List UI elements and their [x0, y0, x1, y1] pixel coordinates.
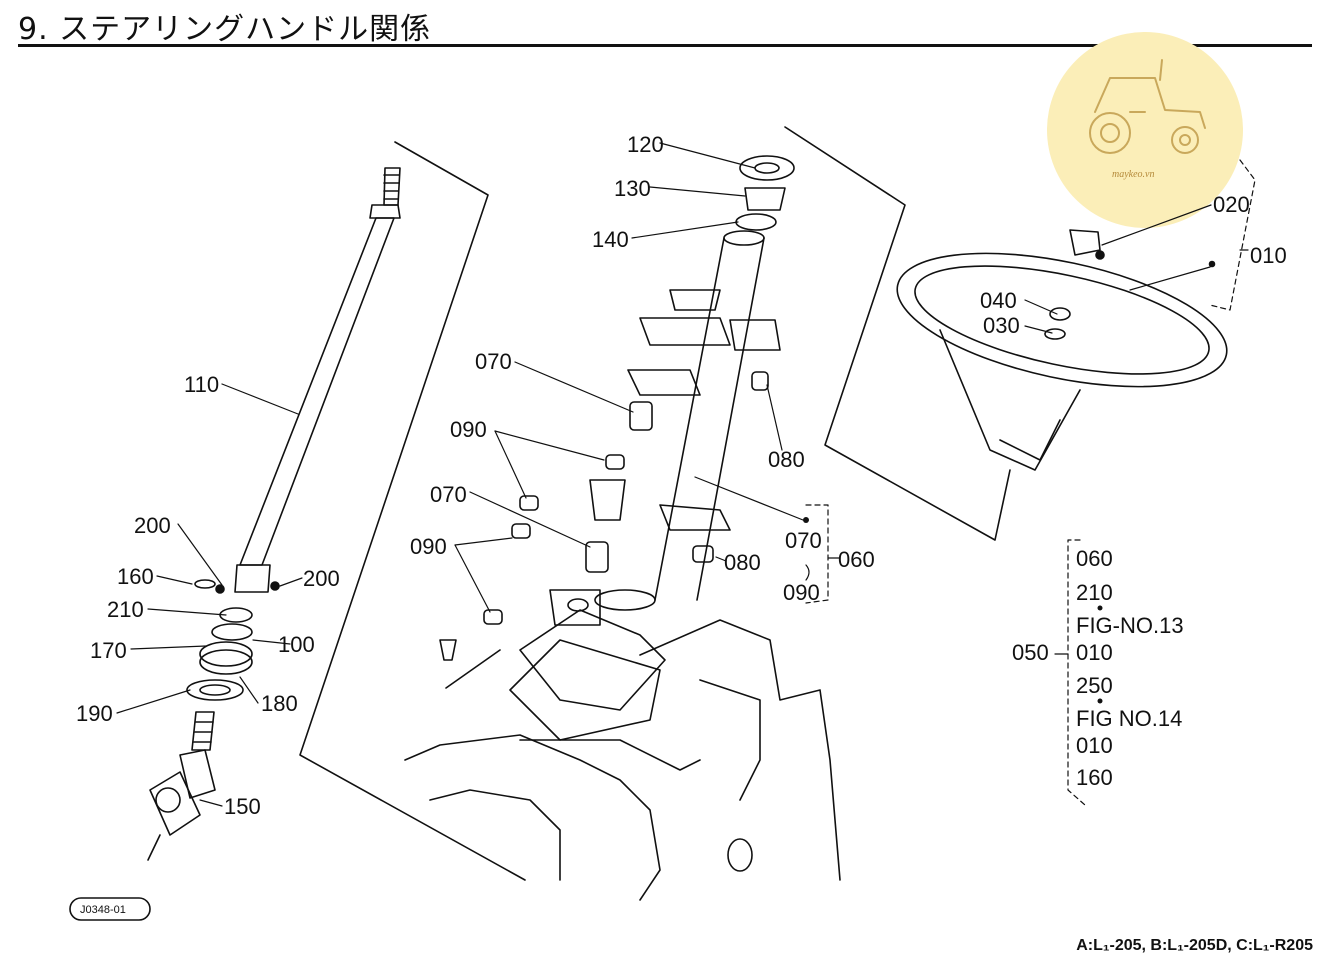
label-080-b: 080 — [724, 550, 761, 575]
transmission-housing — [404, 619, 841, 901]
watermark-logo — [1047, 32, 1243, 228]
ref-row-7: 010 — [1076, 733, 1113, 758]
model-footer: A:L₁-205, B:L₁-205D, C:L₁-R205 — [1076, 937, 1313, 954]
ref-group-label: 050 — [1012, 640, 1049, 665]
ref-row-5: 250 — [1076, 673, 1113, 698]
label-090-a: 090 — [450, 417, 487, 442]
label-150: 150 — [224, 794, 261, 819]
label-130: 130 — [614, 176, 651, 201]
label-190: 190 — [76, 701, 113, 726]
label-200-a: 200 — [134, 513, 171, 538]
explosion-frames — [299, 126, 1011, 881]
ref-row-1: 060 — [1076, 546, 1113, 571]
label-090-b: 090 — [410, 534, 447, 559]
label-080-a: 080 — [768, 447, 805, 472]
label-060: 060 — [838, 547, 875, 572]
ref-row-4: 010 — [1076, 640, 1113, 665]
label-170: 170 — [90, 638, 127, 663]
group-brackets — [805, 159, 1256, 806]
lower-bearings — [186, 579, 280, 701]
label-100: 100 — [278, 632, 315, 657]
label-010: 010 — [1250, 243, 1287, 268]
label-070-a: 070 — [475, 349, 512, 374]
figure-code: J0348-01 — [80, 904, 126, 916]
label-200-b: 200 — [303, 566, 340, 591]
label-140: 140 — [592, 227, 629, 252]
ref-row-3: FIG-NO.13 — [1076, 613, 1184, 638]
universal-joint-150 — [147, 711, 216, 861]
steering-wheel — [896, 229, 1228, 471]
reference-list: 060 210 FIG-NO.13 010 250 FIG NO.14 010 … — [1066, 540, 1206, 802]
part-labels: 110 120 130 140 070 090 070 090 080 080 … — [76, 132, 1287, 916]
label-040: 040 — [980, 288, 1017, 313]
ref-row-6: FIG NO.14 — [1076, 706, 1183, 731]
label-070-b: 070 — [430, 482, 467, 507]
ref-row-2: 210 — [1076, 580, 1113, 605]
ref-row-8: 160 — [1076, 765, 1113, 790]
label-160: 160 — [117, 564, 154, 589]
figure-code-frame — [69, 897, 151, 921]
steering-column — [439, 155, 795, 741]
label-030: 030 — [983, 313, 1020, 338]
label-180: 180 — [261, 691, 298, 716]
watermark-text: maykeo.vn — [1112, 169, 1154, 180]
label-110: 110 — [184, 372, 219, 397]
label-210: 210 — [107, 597, 144, 622]
title-underline — [18, 44, 1312, 47]
label-120: 120 — [627, 132, 664, 157]
label-090-c: 090 — [783, 580, 820, 605]
label-070-c: 070 — [785, 528, 822, 553]
page-title: 9. ステアリングハンドル関係 — [18, 12, 432, 47]
steering-shaft-110 — [234, 167, 401, 593]
leader-lines — [116, 142, 1212, 807]
label-020: 020 — [1213, 192, 1250, 217]
